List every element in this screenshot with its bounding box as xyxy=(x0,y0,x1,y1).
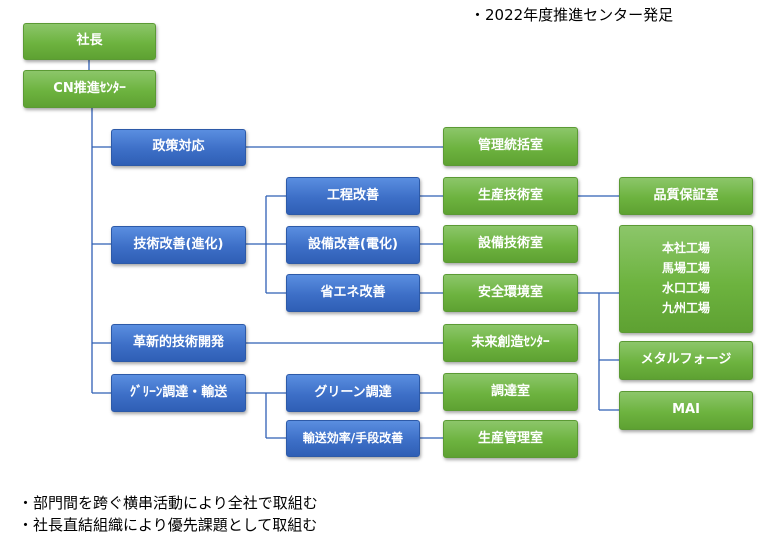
energy-saving-box: 省エネ改善 xyxy=(286,274,420,312)
transport-box: 輸送効率/手段改善 xyxy=(286,420,420,457)
metal-forge-box: メタルフォージ xyxy=(619,341,753,380)
factory-item: 馬場工場 xyxy=(661,261,710,276)
factory-item: 本社工場 xyxy=(661,241,710,256)
equip-tech-box: 設備技術室 xyxy=(443,225,578,263)
factory-item: 九州工場 xyxy=(661,300,710,315)
quality-box: 品質保証室 xyxy=(619,177,753,215)
footer-note-2: ・社長直結組織により優先課題として取組む xyxy=(18,516,318,534)
header-note: ・2022年度推進センター発足 xyxy=(470,6,674,24)
prod-mgmt-box: 生産管理室 xyxy=(443,420,578,458)
footer-note-1: ・部門間を跨ぐ横串活動により全社で取組む xyxy=(18,494,318,512)
factory-item: 水口工場 xyxy=(661,281,710,295)
green-procurement-box: グリーン調達 xyxy=(286,374,420,412)
mgmt-office-box: 管理統括室 xyxy=(443,127,578,166)
process-improve-box: 工程改善 xyxy=(286,177,420,215)
mai-box: MAI xyxy=(619,391,753,430)
procure-office-box: 調達室 xyxy=(443,373,578,411)
factories-box: 本社工場 馬場工場 水口工場 九州工場 xyxy=(619,225,753,333)
policy-box: 政策対応 xyxy=(111,129,246,166)
tech-improve-box: 技術改善(進化) xyxy=(111,226,246,264)
safety-env-box: 安全環境室 xyxy=(443,274,578,312)
cn-center-box: CN推進ｾﾝﾀｰ xyxy=(23,70,156,108)
president-box: 社長 xyxy=(23,23,156,60)
prod-tech-box: 生産技術室 xyxy=(443,177,578,215)
equipment-improve-box: 設備改善(電化) xyxy=(286,226,420,264)
future-center-box: 未来創造ｾﾝﾀｰ xyxy=(443,324,578,362)
innovative-box: 革新的技術開発 xyxy=(111,324,246,362)
green-procure-box: ｸﾞﾘｰﾝ調達・輸送 xyxy=(111,374,246,412)
